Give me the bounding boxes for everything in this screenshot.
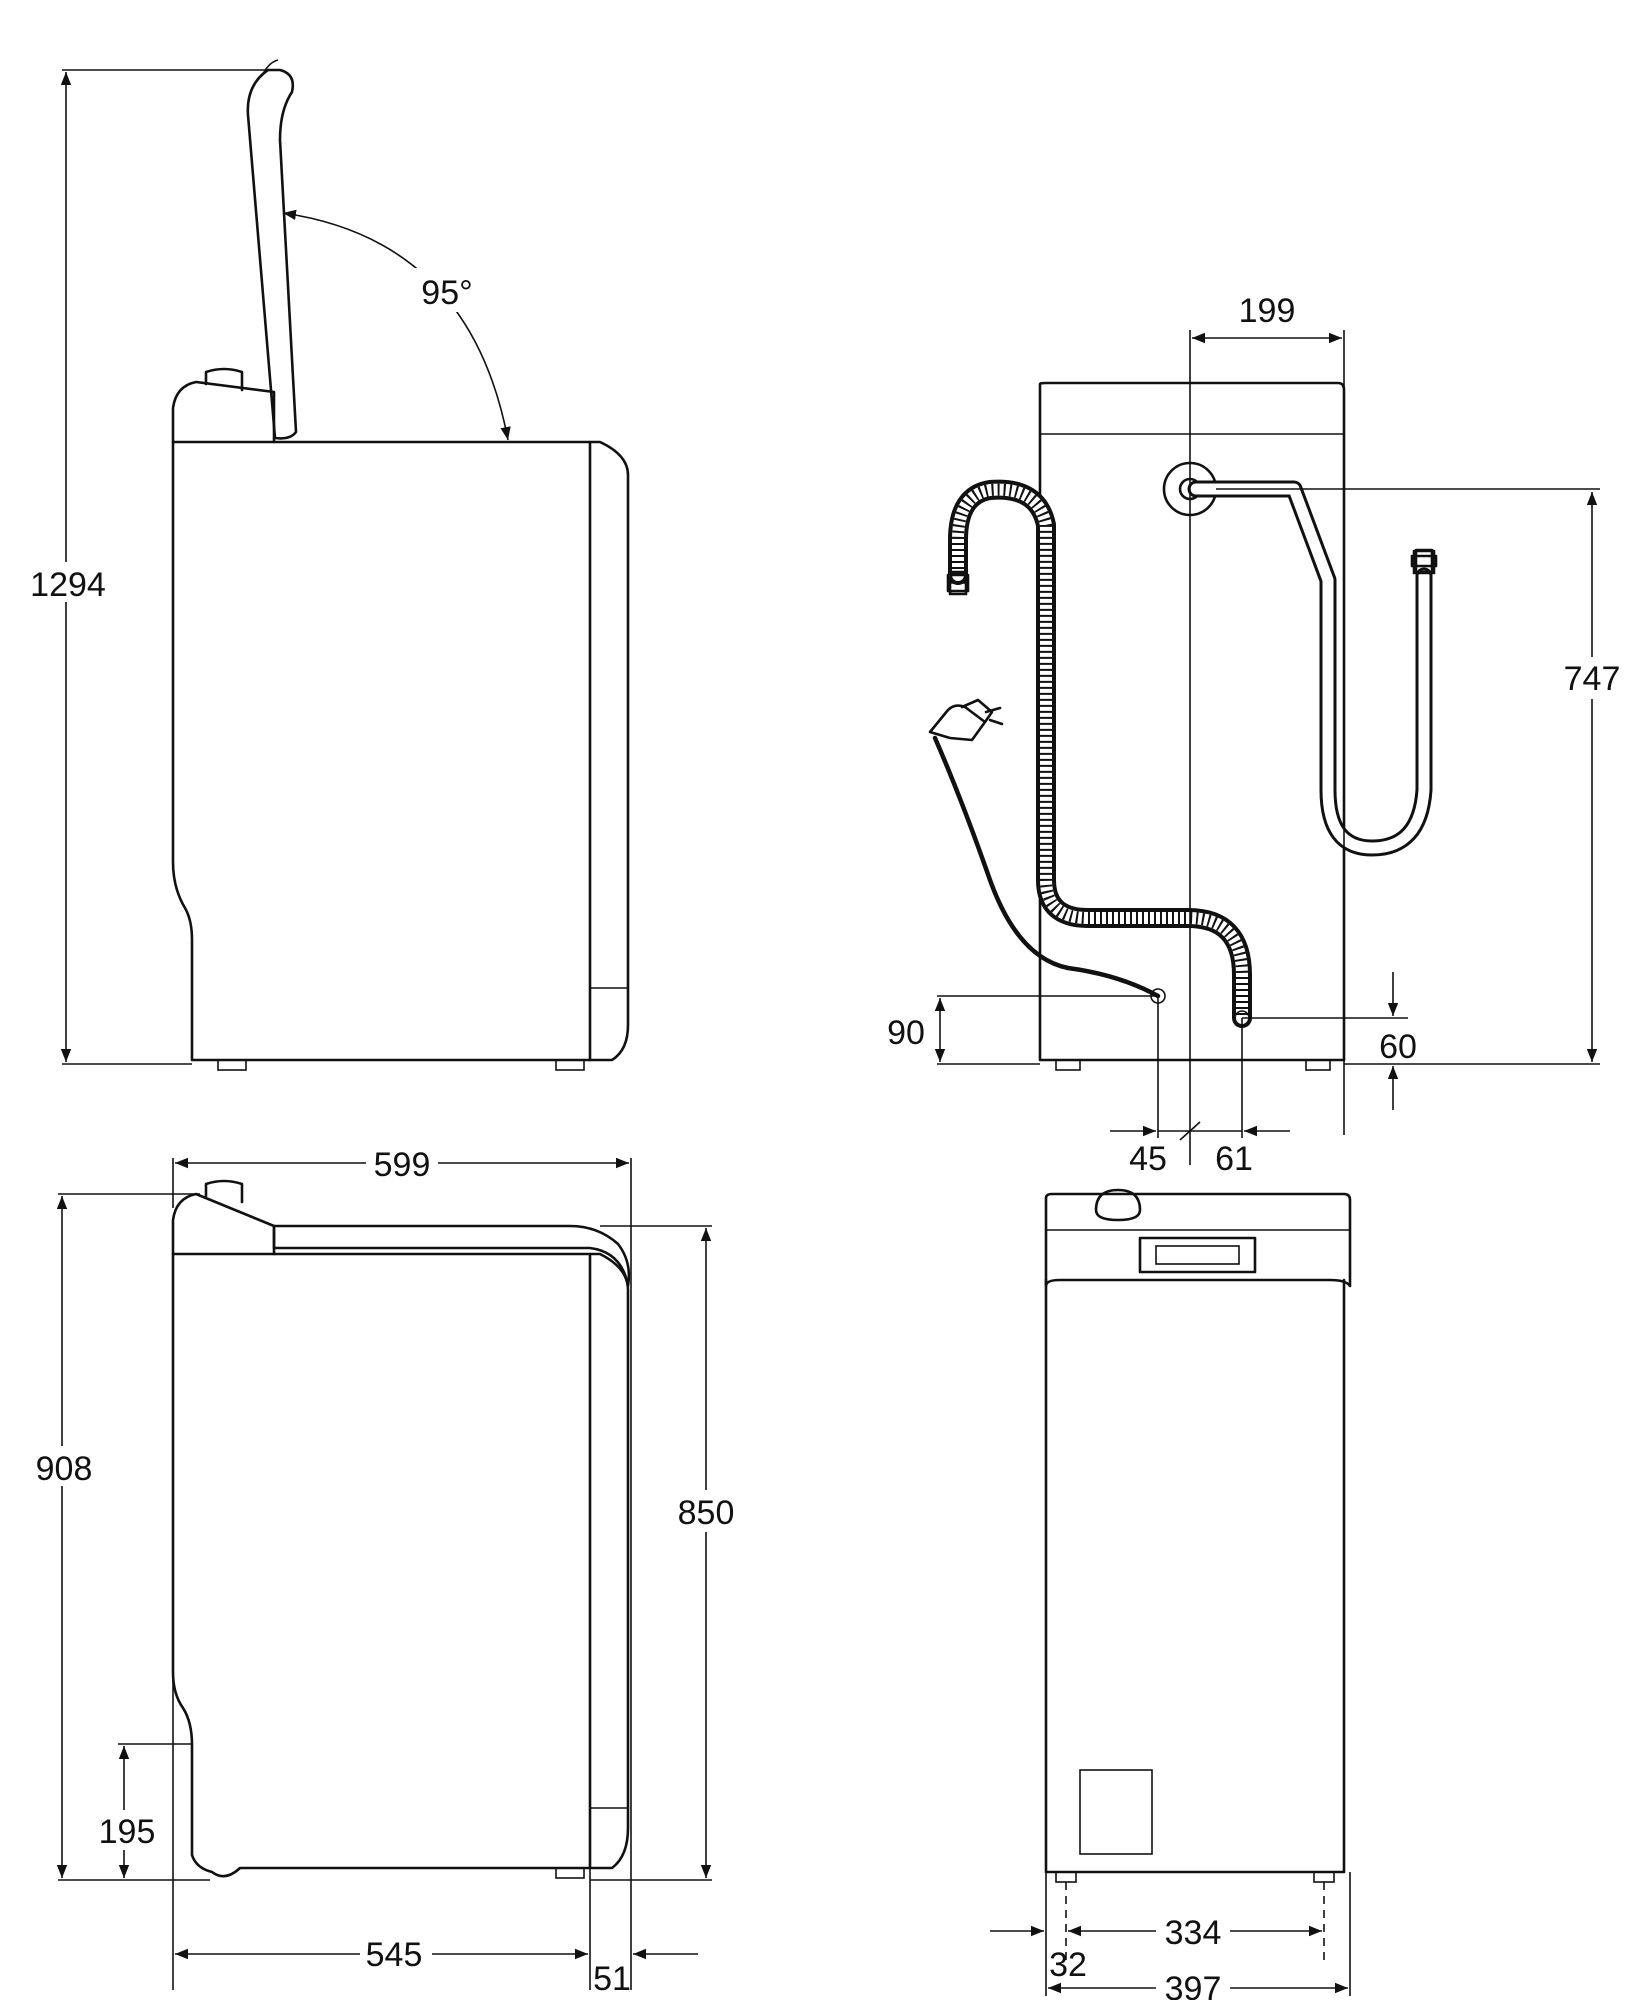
rear-foot-closed: [555, 1867, 585, 1879]
inlet-offset-label: 199: [1239, 292, 1296, 330]
front-foot-right: [1313, 1871, 1335, 1883]
rear-panel: [588, 440, 630, 1062]
side-view-lid-closed: 599 908 850 195 545 51: [26, 1143, 742, 1998]
front-view: 334 32 397: [990, 1188, 1352, 2000]
control-panel-closed: [171, 1192, 276, 1256]
open-lid: [246, 68, 298, 440]
cable-offset-label: 45: [1129, 1140, 1167, 1178]
cabinet-depth-label: 545: [366, 1936, 423, 1974]
front-foot: [217, 1059, 247, 1071]
rear-view: 199 747 90 60 45 61: [887, 292, 1628, 1178]
body-height-label: 850: [678, 1494, 735, 1532]
drain-height-label: 60: [1379, 1028, 1417, 1066]
control-knob: [204, 367, 244, 392]
control-knob-closed: [204, 1179, 244, 1204]
side-view-lid-open: 95° 1294: [24, 59, 630, 1071]
front-top-cover: [1044, 1192, 1352, 1288]
power-cable: [932, 735, 1161, 999]
rear-foot-right: [1305, 1059, 1331, 1071]
front-foot-left: [1055, 1871, 1077, 1883]
front-body-outline: [1044, 1278, 1346, 1874]
lid-angle-label: 95°: [421, 274, 472, 312]
lid-handle: [1138, 1236, 1257, 1274]
foot-inset-label: 32: [1049, 1946, 1087, 1984]
lid-handle-inner: [1155, 1245, 1240, 1265]
width-label: 599: [374, 1146, 431, 1184]
cabinet-outline-closed: [171, 1252, 592, 1878]
front-width-label: 397: [1165, 1970, 1222, 2000]
closed-lid: [272, 1224, 631, 1288]
cabinet-outline: [171, 440, 592, 1062]
rear-panel-closed: [588, 1252, 630, 1870]
rear-foot-left: [1055, 1059, 1081, 1071]
rear-offset-label: 51: [593, 1960, 631, 1998]
lid-open-height-label: 1294: [30, 566, 106, 604]
power-plug: [928, 704, 987, 742]
top-height-label: 908: [36, 1450, 93, 1488]
drain-offset-label: 61: [1215, 1140, 1253, 1178]
lid-angle-arc: [282, 209, 511, 441]
rear-foot: [555, 1059, 585, 1071]
service-panel: [1079, 1769, 1153, 1855]
drain-hose: [948, 479, 1252, 1028]
control-panel: [171, 380, 276, 444]
front-knob: [1094, 1188, 1142, 1222]
cable-height-label: 90: [887, 1014, 925, 1052]
dim-tick-45-61: [1179, 1121, 1201, 1141]
feet-spacing-label: 334: [1165, 1914, 1222, 1952]
outlet-height-label: 747: [1564, 660, 1621, 698]
front-recess-height-label: 195: [99, 1813, 156, 1851]
